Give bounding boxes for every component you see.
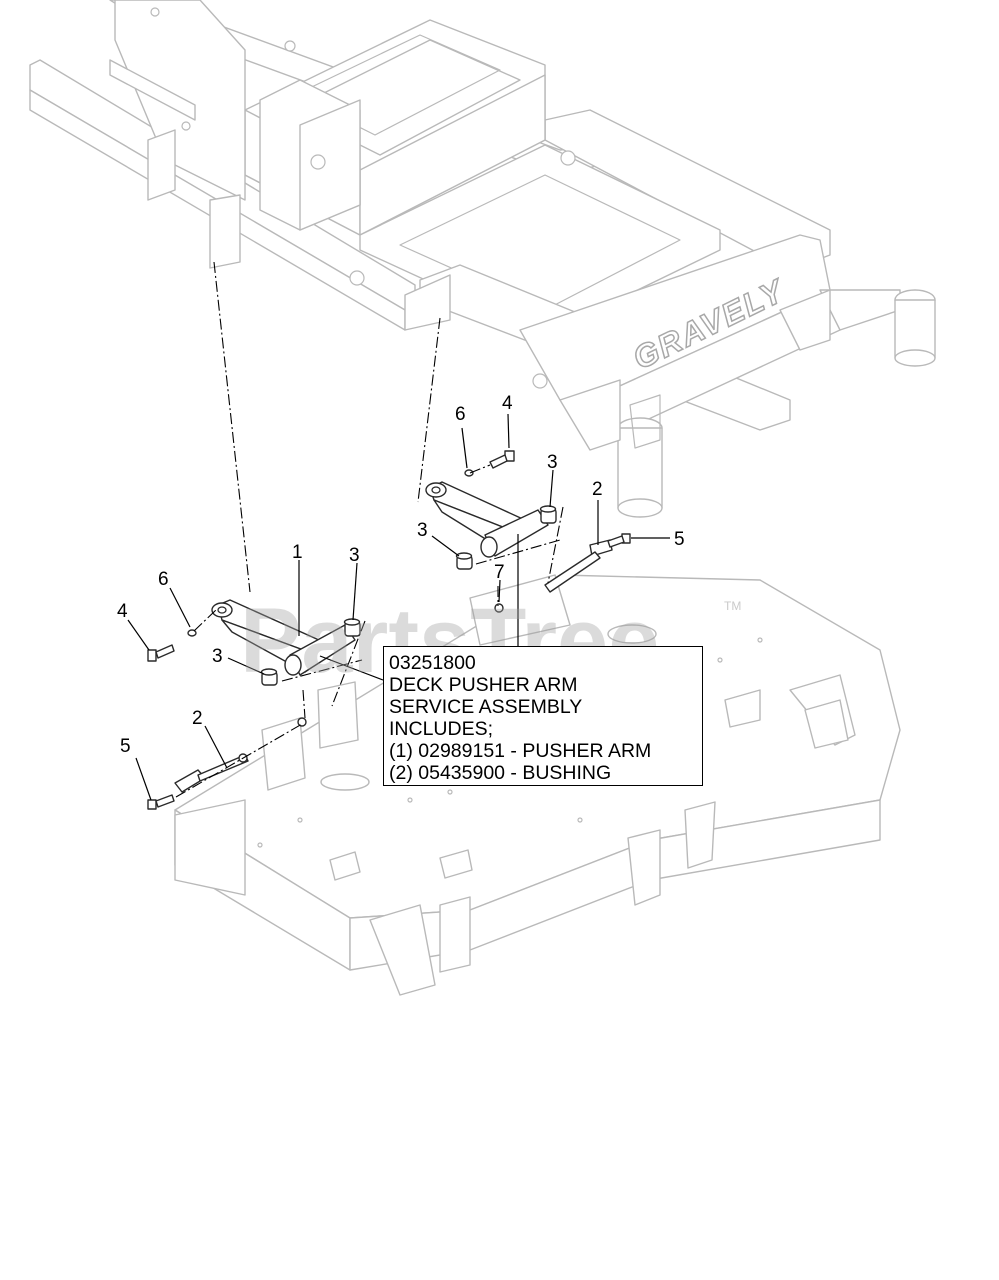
callout-6-left: 6 <box>158 569 169 590</box>
callout-4-left: 4 <box>117 601 128 622</box>
assembly-centerlines <box>175 261 564 798</box>
callout-numbers: 1 3 6 4 3 2 5 6 4 3 2 3 5 7 <box>117 393 685 757</box>
callout-3-right-bottom: 3 <box>417 520 428 541</box>
service-assembly-note: 03251800 DECK PUSHER ARM SERVICE ASSEMBL… <box>383 646 703 786</box>
callout-4-right: 4 <box>502 393 513 414</box>
callout-3-right-top: 3 <box>547 452 558 473</box>
callout-7: 7 <box>494 562 505 583</box>
callout-3-left-top: 3 <box>349 545 360 566</box>
note-part-number: 03251800 <box>389 652 476 674</box>
left-pusher-arm-assembly <box>147 599 361 810</box>
watermark-tm: TM <box>724 599 741 613</box>
callout-1: 1 <box>292 542 303 563</box>
note-subtitle: SERVICE ASSEMBLY <box>389 696 583 718</box>
callout-6-right: 6 <box>455 404 466 425</box>
leader-lines <box>127 413 670 801</box>
note-item-pusher-arm: (1) 02989151 - PUSHER ARM <box>389 740 652 762</box>
callout-5-left: 5 <box>120 736 131 757</box>
note-title: DECK PUSHER ARM <box>389 674 578 696</box>
note-includes: INCLUDES; <box>389 718 494 740</box>
callout-5-right: 5 <box>674 529 685 550</box>
tractor-frame: GRAVELY <box>29 0 936 518</box>
note-item-bushing: (2) 05435900 - BUSHING <box>389 762 612 784</box>
callout-3-left-bottom: 3 <box>212 646 223 667</box>
callout-2-right: 2 <box>592 479 603 500</box>
right-pusher-arm-assembly <box>425 450 631 613</box>
callout-2-left: 2 <box>192 708 203 729</box>
